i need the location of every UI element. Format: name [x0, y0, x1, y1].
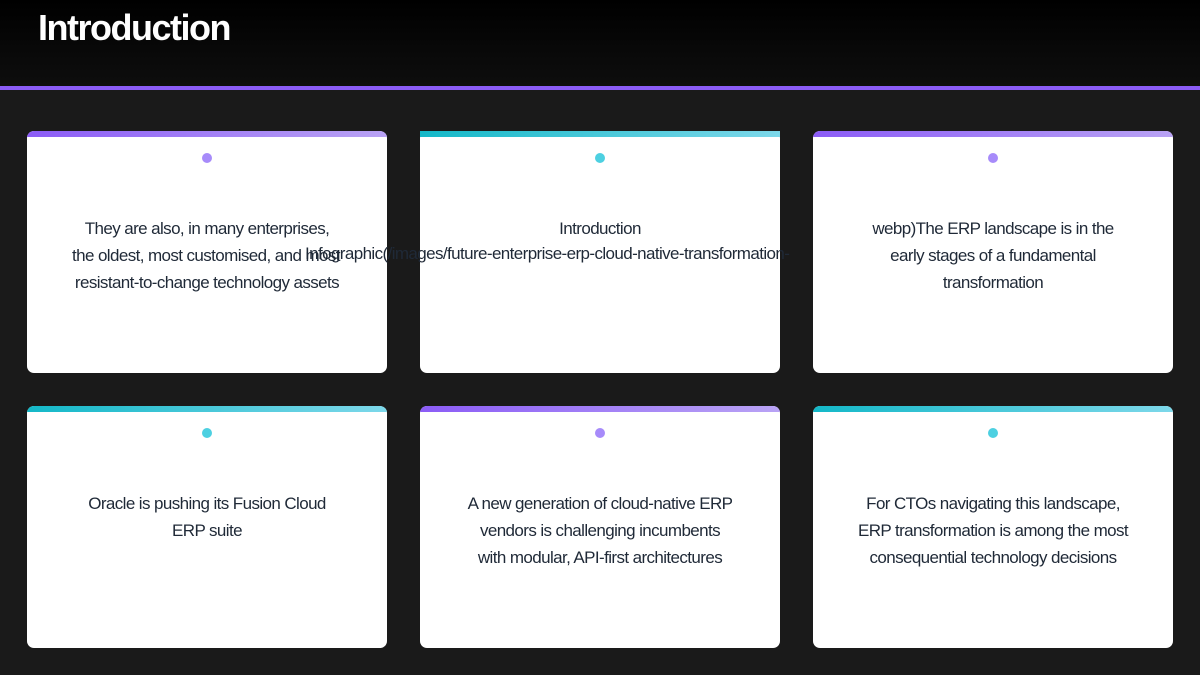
card-text-line: ERP suite: [172, 521, 242, 540]
card-bullet-dot: [202, 428, 212, 438]
content-card-2: Introduction: [420, 131, 780, 373]
card-text-line: vendors is challenging incumbents: [479, 521, 721, 540]
card-accent-bar: [813, 406, 1173, 412]
card-bullet-dot: [202, 153, 212, 163]
card-accent-bar: [420, 131, 780, 137]
content-card-3: webp)The ERP landscape is in the early s…: [813, 131, 1173, 373]
card-text-line: resistant-to-change technology assets: [74, 273, 340, 292]
overflowing-image-markdown-text: Infographic(/images/future-enterprise-er…: [305, 244, 790, 263]
card-text: They are also, in many enterprises, the …: [57, 215, 357, 296]
content-card-1: They are also, in many enterprises, the …: [27, 131, 387, 373]
card-accent-bar: [420, 406, 780, 412]
card-text-line: A new generation of cloud-native ERP: [467, 494, 733, 513]
header-bar: Introduction: [0, 0, 1200, 86]
page-title: Introduction: [38, 7, 231, 48]
header-accent-rule: [0, 86, 1200, 90]
card-bullet-dot: [988, 428, 998, 438]
card-text-line: transformation: [942, 273, 1044, 292]
card-text-line: Introduction: [559, 219, 641, 238]
card-text: A new generation of cloud-native ERP ven…: [460, 490, 740, 571]
card-text-line: consequential technology decisions: [869, 548, 1117, 567]
card-text-line: ERP transformation is among the most: [857, 521, 1129, 540]
card-accent-bar: [27, 406, 387, 412]
card-text: For CTOs navigating this landscape, ERP …: [853, 490, 1133, 571]
card-text: Oracle is pushing its Fusion Cloud ERP s…: [67, 490, 347, 544]
card-accent-bar: [813, 131, 1173, 137]
card-text-line: webp)The ERP landscape is in the: [872, 219, 1114, 238]
card-text: Introduction: [460, 215, 740, 242]
card-text-line: For CTOs navigating this landscape,: [866, 494, 1120, 513]
card-text-line: early stages of a fundamental: [890, 246, 1096, 265]
content-card-6: For CTOs navigating this landscape, ERP …: [813, 406, 1173, 648]
card-text-line: Oracle is pushing its Fusion Cloud: [88, 494, 326, 513]
card-bullet-dot: [595, 153, 605, 163]
content-card-5: A new generation of cloud-native ERP ven…: [420, 406, 780, 648]
card-bullet-dot: [988, 153, 998, 163]
content-card-4: Oracle is pushing its Fusion Cloud ERP s…: [27, 406, 387, 648]
card-text-line: They are also, in many enterprises,: [84, 219, 330, 238]
card-text-line: the oldest, most customised, and most: [72, 246, 340, 265]
card-bullet-dot: [595, 428, 605, 438]
card-accent-bar: [27, 131, 387, 137]
card-text-line: with modular, API-first architectures: [477, 548, 723, 567]
card-text: webp)The ERP landscape is in the early s…: [853, 215, 1133, 296]
